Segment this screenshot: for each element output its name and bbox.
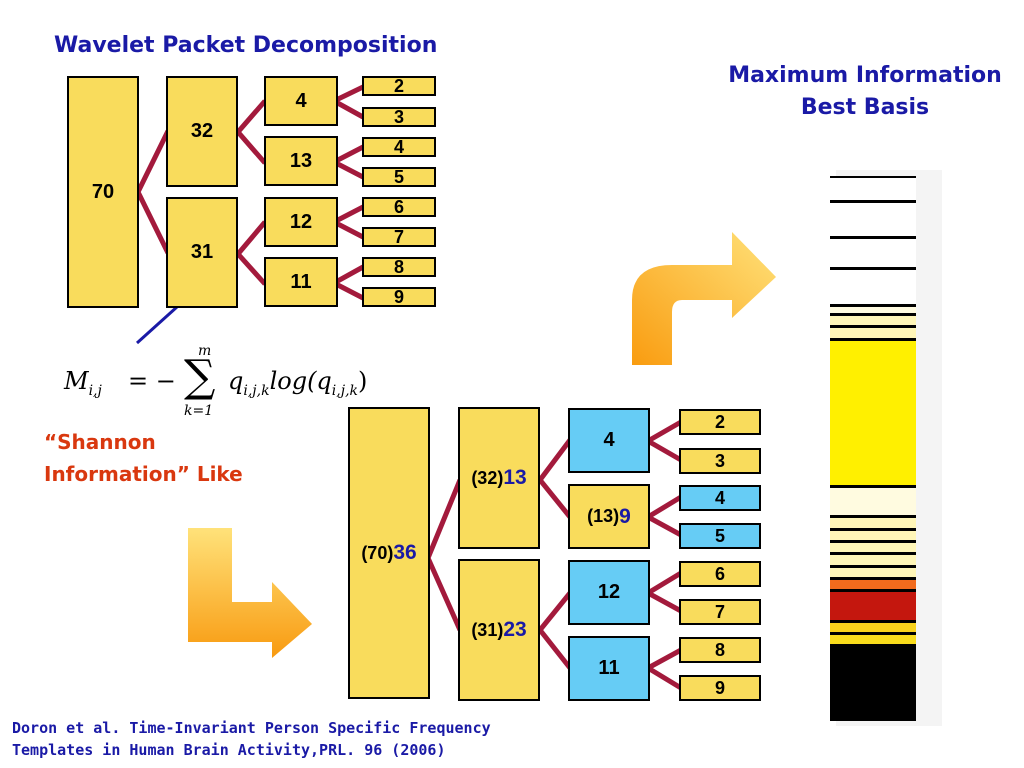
- basis-bar: [830, 176, 916, 721]
- basis-bar-segment: [830, 239, 916, 271]
- shannon-label: “Shannon Information” Like: [44, 426, 243, 490]
- basis-bar-segment: [830, 579, 916, 593]
- basis-bar-segment: [830, 487, 916, 519]
- top-node-4: 4: [264, 76, 338, 126]
- formula-log: log(q: [269, 367, 332, 395]
- formula-close: ): [358, 367, 368, 395]
- top-branch-root: [135, 129, 171, 255]
- basis-bar-segment: [830, 635, 916, 648]
- basis-bar-segment: [830, 543, 916, 556]
- bottom-node-root: (70)36: [348, 407, 430, 699]
- bottom-branch-11: [642, 647, 683, 691]
- bottom-leaf-7: 7: [679, 599, 761, 625]
- shannon-label-line-2: Information” Like: [44, 462, 243, 486]
- page-title: Wavelet Packet Decomposition: [54, 33, 438, 58]
- basis-bar-segment: [830, 518, 916, 531]
- top-node-11: 11: [264, 257, 338, 307]
- formula-lhs: M: [64, 367, 89, 395]
- bottom-leaf-4: 4: [679, 485, 761, 511]
- basis-bar-segment: [830, 340, 916, 488]
- basis-title-line-2: Best Basis: [800, 95, 930, 120]
- basis-bar-segment: [830, 270, 916, 307]
- bottom-leaf-5: 5: [679, 523, 761, 549]
- basis-bar-segment: [830, 530, 916, 544]
- formula-lhs-sub: i,j: [88, 382, 102, 399]
- top-branch-4: [328, 84, 365, 120]
- bottom-leaf-9: 9: [679, 675, 761, 701]
- top-branch-11: [328, 264, 365, 301]
- top-branch-13: [328, 144, 365, 180]
- basis-bar-segment: [830, 328, 916, 341]
- bottom-node-13: (13)9: [568, 484, 650, 549]
- bottom-node-4: 4: [568, 408, 650, 473]
- bottom-leaf-2: 2: [679, 409, 761, 435]
- formula-term: q: [228, 367, 244, 395]
- top-leaf-5: 5: [362, 167, 436, 187]
- top-node-32: 32: [166, 76, 238, 187]
- curved-arrow-icon: [632, 232, 776, 365]
- bottom-node-32: (32)13: [458, 407, 540, 549]
- basis-title-line-1: Maximum Information: [728, 63, 1002, 88]
- top-branch-12: [328, 204, 365, 240]
- top-leaf-8: 8: [362, 257, 436, 277]
- bottom-leaf-6: 6: [679, 561, 761, 587]
- formula-equals: = −: [128, 367, 176, 395]
- top-leaf-7: 7: [362, 227, 436, 247]
- top-leaf-4: 4: [362, 137, 436, 157]
- formula-sum-top: m: [198, 343, 212, 359]
- bottom-leaf-8: 8: [679, 637, 761, 663]
- bottom-branch-4: [642, 419, 683, 463]
- l-arrow-icon: [188, 528, 312, 658]
- reference-line-1: Doron et al. Time-Invariant Person Speci…: [12, 719, 491, 737]
- bottom-node-11: 11: [568, 636, 650, 701]
- top-node-31: 31: [166, 197, 238, 308]
- basis-bar-segment: [830, 622, 916, 636]
- basis-bar-segment: [830, 647, 916, 721]
- formula-sum-sign: ∑: [184, 351, 216, 402]
- shannon-label-line-1: “Shannon: [44, 430, 156, 454]
- formula-log-sub: i,j,k: [331, 382, 358, 399]
- bottom-branch-root: [425, 479, 463, 632]
- bottom-branch-13: [642, 494, 683, 538]
- top-leaf-6: 6: [362, 197, 436, 217]
- bottom-node-12: 12: [568, 560, 650, 625]
- bottom-branch-31: [536, 591, 572, 670]
- formula-term-sub: i,j,k: [243, 382, 270, 399]
- formula-sum-bottom: k=1: [184, 403, 214, 419]
- bottom-branch-12: [642, 570, 683, 614]
- basis-bar-segment: [830, 592, 916, 623]
- basis-bar-segment: [830, 316, 916, 329]
- basis-bar-segment: [830, 567, 916, 580]
- top-node-12: 12: [264, 197, 338, 247]
- basis-bar-segment: [830, 178, 916, 203]
- top-node-root: 70: [67, 76, 139, 308]
- top-leaf-2: 2: [362, 76, 436, 96]
- top-leaf-3: 3: [362, 107, 436, 127]
- basis-bar-segment: [830, 202, 916, 240]
- top-branch-31: [234, 220, 267, 286]
- reference-citation: Doron et al. Time-Invariant Person Speci…: [12, 717, 491, 761]
- top-leaf-9: 9: [362, 287, 436, 307]
- bottom-branch-32: [536, 438, 572, 519]
- bottom-leaf-3: 3: [679, 448, 761, 474]
- top-node-13: 13: [264, 136, 338, 186]
- basis-bar-segment: [830, 555, 916, 568]
- bottom-node-31: (31)23: [458, 559, 540, 701]
- basis-bar-segment: [830, 306, 916, 317]
- reference-line-2: Templates in Human Brain Activity,PRL. 9…: [12, 741, 446, 759]
- top-branch-32: [234, 99, 267, 165]
- basis-title: Maximum Information Best Basis: [700, 60, 1024, 124]
